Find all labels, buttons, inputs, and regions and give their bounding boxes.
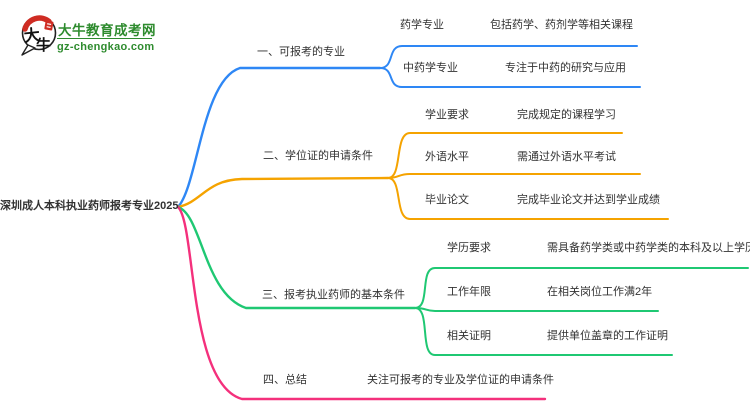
logo-char-niu: 牛 [36,36,51,54]
logo-brand-text: 大牛教育成考网 [58,23,156,38]
logo-domain-text: gz-chengkao.com [57,41,155,53]
red-cap-icon [22,15,52,32]
speech-bubble-tail [21,44,36,56]
branch-3-child-3-label: 相关证明 [447,330,491,342]
branch-2-child-2-label: 外语水平 [425,151,469,163]
central-topic: 深圳成人本科执业药师报考专业2025 [0,200,179,212]
branch-2-child-3-desc: 完成毕业论文并达到学业成绩 [517,194,660,206]
branch-3-child-2-underline [414,307,659,312]
branch-2-child-2-underline [387,173,641,179]
branch-1-child-2-label: 中药学专业 [403,62,458,74]
branch-2-child-1-desc: 完成规定的课程学习 [517,109,616,121]
branch-4-curve [176,205,547,401]
branch-1-child-2-desc: 专注于中药的研究与应用 [505,62,626,74]
branch-4-summary-desc: 关注可报考的专业及学位证的申请条件 [367,374,554,386]
branch-1-label: 一、可报考的专业 [257,46,345,58]
logo-mark: 大 牛 [21,15,57,56]
branch-3-child-1-underline [414,267,749,309]
branch-3-curve [176,205,417,310]
branch-3-child-2-desc: 在相关岗位工作满2年 [547,286,653,298]
branch-2-label: 二、学位证的申请条件 [263,150,373,162]
branch-2-child-3-label: 毕业论文 [425,194,469,206]
branch-2-child-2-desc: 需通过外语水平考试 [517,151,616,163]
logo-char-da: 大 [23,25,41,46]
branch-3-child-2-label: 工作年限 [447,286,491,298]
branch-1-child-2-underline [379,67,641,88]
branch-2-curve [176,176,390,209]
branch-1-child-1-desc: 包括药学、药剂学等相关课程 [490,19,633,31]
red-seal-icon [44,20,54,31]
branch-4-label: 四、总结 [263,374,307,386]
branch-3-label: 三、报考执业药师的基本条件 [262,289,405,301]
branch-2-child-1-underline [387,132,623,179]
logo-divider [57,38,152,39]
branch-1-child-1-label: 药学专业 [400,19,444,31]
branch-2-child-1-label: 学业要求 [425,109,469,121]
branch-1-child-1-underline [379,45,638,69]
branch-3-child-3-desc: 提供单位盖章的工作证明 [547,330,668,342]
branch-2-child-3-underline [387,177,669,220]
branch-3-child-3-underline [414,307,673,356]
branch-3-child-1-desc: 需具备药学类或中药学类的本科及以上学历 [547,242,750,254]
branch-1-curve [176,66,382,209]
branch-3-child-1-label: 学历要求 [447,242,491,254]
